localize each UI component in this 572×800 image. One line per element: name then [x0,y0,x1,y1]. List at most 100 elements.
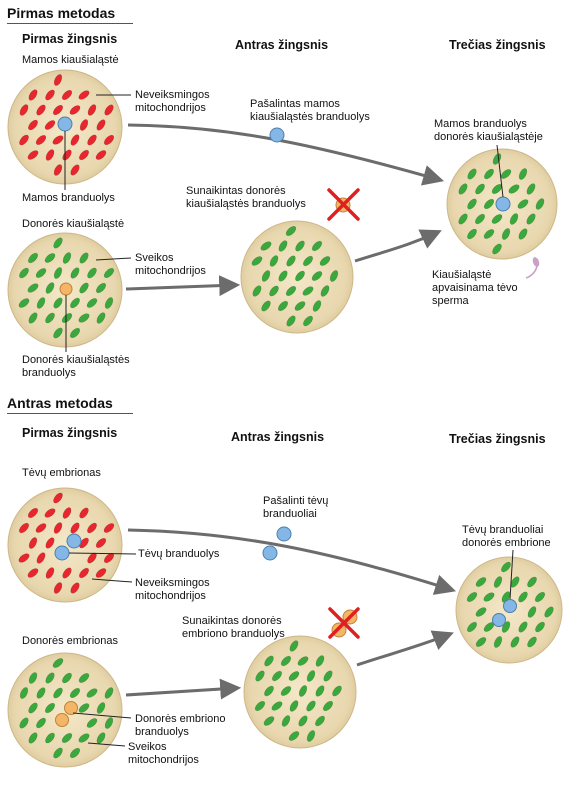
mitochondrion [281,715,291,727]
mitochondrion [70,164,80,176]
mitochondrion [96,312,106,324]
mitochondrion [475,637,487,647]
mitochondrion [518,591,528,603]
removed-nuclei-label-a: Pašalinti tėvų [263,495,329,507]
mitochondrion [36,104,46,116]
mitochondrion [53,267,63,279]
mitochondrion [79,252,89,264]
mitochondrion [70,297,80,309]
mitochondrion [62,252,72,264]
mitochondrion [45,732,55,744]
mitochondrion [501,591,511,603]
mitochondrion [53,164,63,176]
mitochondrion [52,135,64,145]
mitochondrion [332,685,342,697]
donor-embryo-label: Donorės embrionas [22,635,118,647]
mitochondrion [44,508,56,518]
mitochondrion [501,561,511,573]
mitochondrion [78,733,90,743]
destroyed-donor-nucleus-label-a: Sunaikintas donorės [186,185,286,197]
mitochondrion [53,687,63,699]
sperm-icon [525,257,540,279]
destroyed-donor-embryo-nucleus [328,607,360,639]
transferred-mother-nucleus [495,196,511,212]
healthy-mito-label-1b: mitochondrijos [135,265,206,277]
mitochondrion [19,104,29,116]
mitochondrion [277,300,289,312]
destroyed-donor-embryo-nucleus-label-a: Sunaikintas donorės [182,615,282,627]
mitochondrion [294,301,306,311]
mitochondrion [298,715,308,727]
mitochondrion [288,671,300,681]
mitochondrion [19,134,29,146]
mitochondrion [295,240,305,252]
mitochondrion [28,119,38,131]
mitochondrion [322,700,334,712]
removed-nucleus-label-a: Pašalintas mamos [250,98,340,110]
cross-mark [328,607,360,639]
mitochondrion [78,149,90,161]
mitochondrion [61,732,73,744]
mitochondrion [288,731,300,741]
mitochondrion [96,702,106,714]
process-arrows-method1 [125,123,445,297]
mitochondrion [544,606,554,618]
mitochondrion [289,700,299,712]
mitochondrion [62,507,72,519]
mitochondrion [19,687,29,699]
mitochondrion [86,298,98,308]
mitochondrion [27,283,39,293]
mitochondrion [104,104,114,116]
mitochondrion [297,656,309,666]
mitochondrion [27,150,39,160]
mitochondrion [286,315,296,327]
mitochondrion [271,701,283,711]
leader-parents-nuclei [68,552,137,555]
mitochondrion [303,315,313,327]
mitochondrion [509,213,519,225]
leader-result-nucleus [496,144,504,198]
mitochondrion [315,685,325,697]
mother-nucleus-label: Mamos branduolys [22,192,115,204]
mitochondrion [493,636,503,648]
mitochondrion [87,134,97,146]
mitochondrion [86,718,98,728]
mitochondrion [500,169,512,179]
mitochondrion [312,300,322,312]
mitochondrion [27,252,39,264]
mitochondrion [19,717,29,729]
mitochondrion [285,285,297,297]
mitochondrion [534,591,546,603]
mitochondrion [52,658,64,668]
mitochondrion [95,150,107,160]
mitochondrion [493,576,503,588]
mitochondrion [44,253,56,263]
mitochondrion [269,285,279,297]
label-leaders [64,94,514,747]
leader-result-nuclei [509,549,514,600]
removed-nucleus-label-b: kiaušialąstės branduolys [250,111,370,123]
mitochondrion [79,537,89,549]
mitochondrion [252,285,262,297]
mitochondrion [69,747,81,759]
healthy-mito-label-1a: Sveikos [135,252,174,264]
result-nuclei-label-b: donorės embrione [462,537,551,549]
mitochondrion [45,537,55,549]
mitochondrion [45,89,55,101]
mitochondrion [518,168,528,180]
mitochondrion [95,537,107,549]
mitochondrion [306,730,316,742]
mitochondrion [269,255,279,267]
mitochondrion [45,672,55,684]
faulty-mito-label-1b: mitochondrijos [135,102,206,114]
mitochondrion [53,74,63,86]
fertilized-label-a: Kiaušialąstė [432,269,492,281]
donor-nucleus-label-a: Donorės kiaušialąstės [22,354,130,366]
mitochondrion [458,213,468,225]
mitochondrion [315,715,325,727]
mitochondrion [70,582,80,594]
mitochondrion [255,670,265,682]
mitochondrion [261,300,271,312]
mitochondrion [86,688,98,698]
arrow-mother-to-result [127,123,445,186]
